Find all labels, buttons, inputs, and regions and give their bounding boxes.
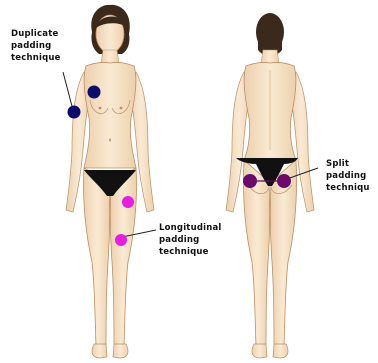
duplicate-leader-line <box>63 72 73 110</box>
longitudinal-label-line-2: padding <box>159 234 222 246</box>
duplicate-dot-upper <box>88 86 101 99</box>
back-left-leg <box>243 160 269 345</box>
duplicate-dot-lower <box>68 106 81 119</box>
front-right-leg <box>110 168 136 345</box>
split-label-line-1: Split <box>326 158 370 170</box>
split-dot-right <box>277 174 291 188</box>
split-label-line-2: padding <box>326 170 370 182</box>
longitudinal-padding-label: Longitudinal padding technique <box>159 222 222 258</box>
longitudinal-dot-lower <box>115 234 127 246</box>
duplicate-label-line-3: technique <box>11 52 61 64</box>
front-left-leg <box>83 168 109 345</box>
longitudinal-label-line-3: technique <box>159 246 222 258</box>
split-padding-label: Split padding techniqu <box>326 158 370 194</box>
duplicate-padding-label: Duplicate padding technique <box>11 28 61 64</box>
back-figure <box>226 13 314 358</box>
longitudinal-label-line-1: Longitudinal <box>159 222 222 234</box>
duplicate-label-line-2: padding <box>11 40 61 52</box>
split-dot-left <box>243 174 257 188</box>
longitudinal-dot-upper <box>122 196 134 208</box>
front-figure <box>66 5 154 358</box>
front-torso <box>84 62 136 168</box>
duplicate-label-line-1: Duplicate <box>11 28 61 40</box>
split-label-line-3: techniqu <box>326 182 370 194</box>
